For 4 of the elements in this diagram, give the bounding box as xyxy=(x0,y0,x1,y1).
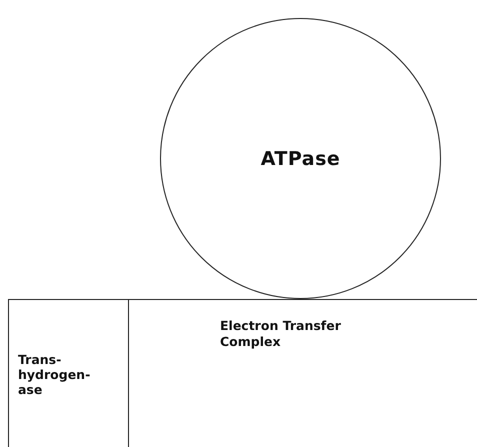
membrane-section xyxy=(8,299,129,447)
atpase-circle xyxy=(160,18,441,299)
node-label: ATPase xyxy=(260,148,340,170)
node-label: Electron Transfer Complex xyxy=(220,318,342,350)
